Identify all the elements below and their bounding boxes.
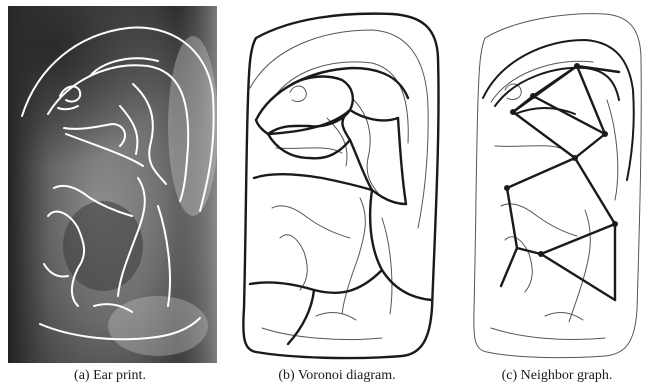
- graph-node: [602, 131, 608, 137]
- voronoi-edges: [243, 14, 438, 358]
- ear-print-image: [8, 6, 217, 363]
- ear-print-panel: [8, 6, 217, 363]
- neighbor-graph-panel: [465, 10, 643, 360]
- ear-curves-thin: [474, 14, 641, 358]
- graph-node: [538, 251, 544, 257]
- neighbor-graph: [465, 10, 643, 360]
- graph-node: [504, 185, 510, 191]
- caption-neighbor-graph: (c) Neighbor graph.: [477, 368, 637, 384]
- graph-edges: [501, 66, 619, 300]
- graph-node: [530, 93, 536, 99]
- graph-node: [574, 63, 580, 69]
- voronoi-diagram: [232, 8, 442, 362]
- caption-ear-print: (a) Ear print.: [20, 368, 200, 384]
- caption-voronoi-diagram: (b) Voronoi diagram.: [252, 368, 422, 384]
- voronoi-diagram-panel: [232, 8, 442, 362]
- graph-node: [612, 221, 618, 227]
- graph-node: [510, 109, 516, 115]
- graph-node: [572, 155, 578, 161]
